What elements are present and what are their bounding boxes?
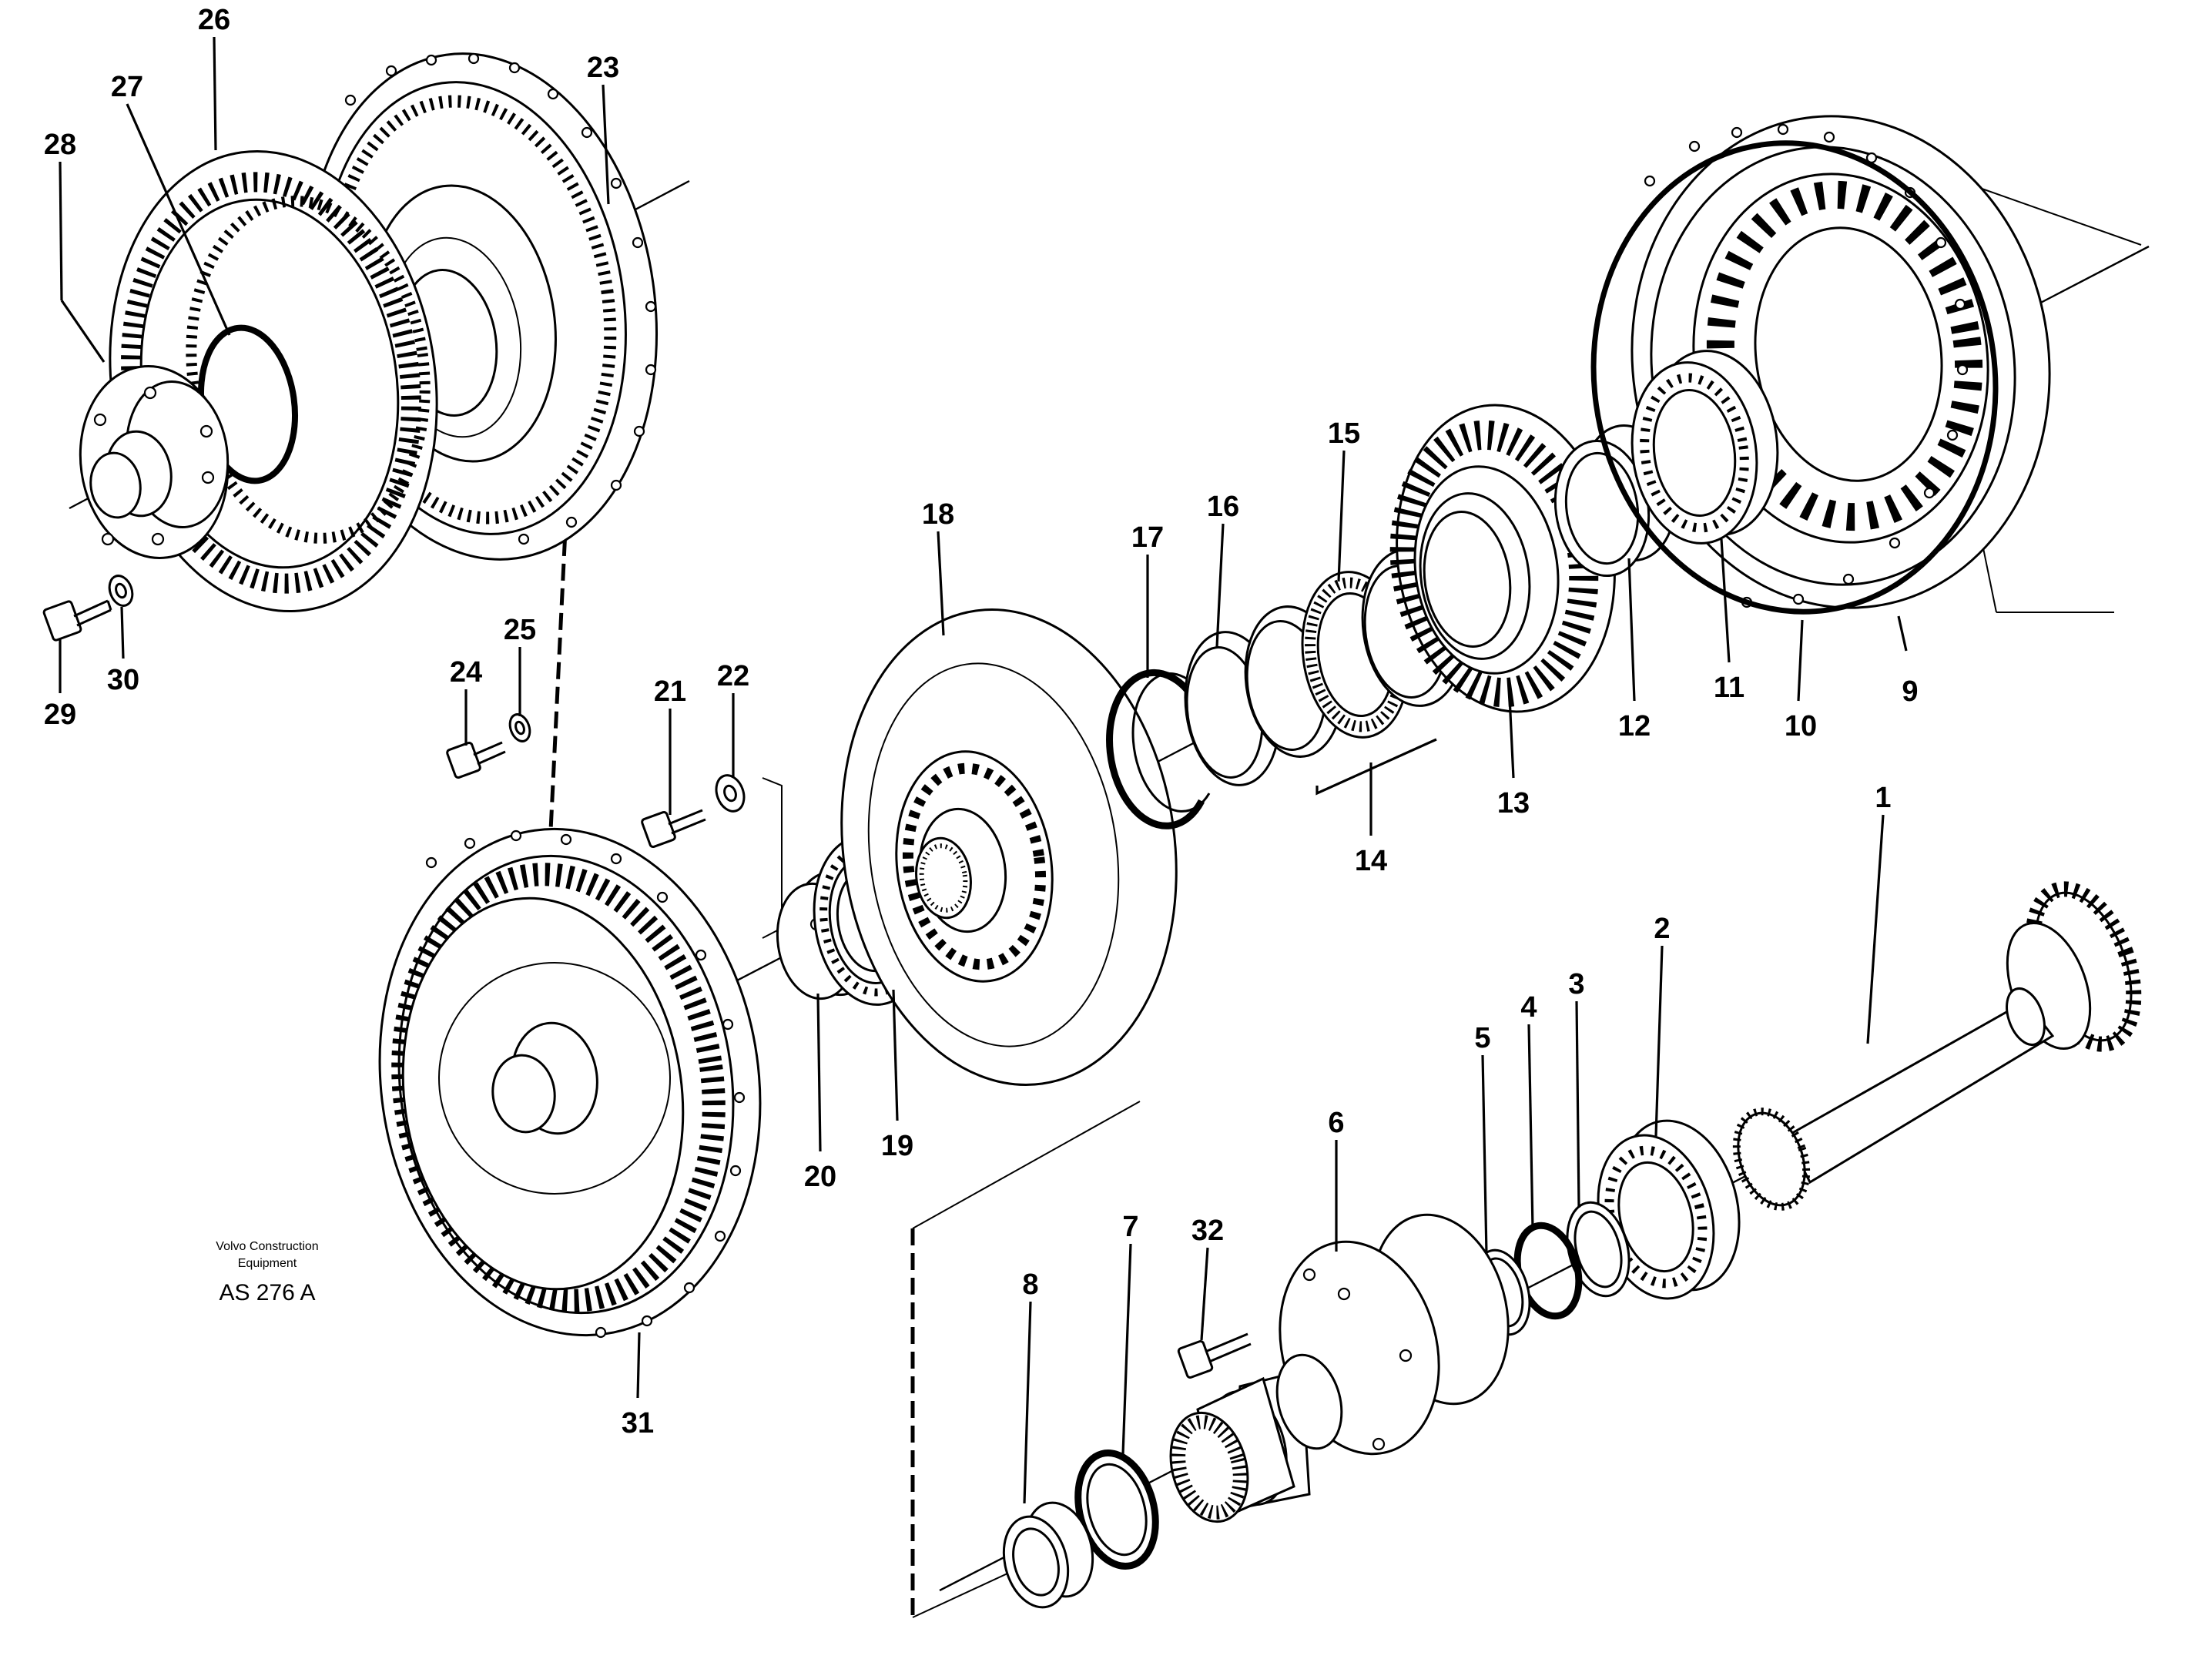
callout-30: 30 xyxy=(107,664,139,696)
hub-28 xyxy=(79,365,230,559)
callout-11: 11 xyxy=(1714,672,1744,704)
callout-13: 13 xyxy=(1497,787,1530,819)
bearing-11 xyxy=(1631,350,1779,545)
callout-labels: 1 2 3 4 5 6 7 8 9 10 11 12 13 14 15 16 1… xyxy=(44,4,1919,1439)
callout-21: 21 xyxy=(654,675,686,708)
bolt-21 xyxy=(641,809,706,849)
callout-18: 18 xyxy=(922,498,954,531)
callout-6: 6 xyxy=(1328,1107,1344,1139)
callout-25: 25 xyxy=(504,614,536,646)
callout-28: 28 xyxy=(44,129,76,161)
bolt-holes-31 xyxy=(425,829,746,1339)
callout-12: 12 xyxy=(1618,710,1651,742)
callout-22: 22 xyxy=(717,660,749,692)
gear-flange-31 xyxy=(378,827,762,1339)
sleeve-8 xyxy=(1002,1501,1094,1609)
callout-27: 27 xyxy=(111,71,143,103)
callout-2: 2 xyxy=(1654,913,1670,945)
callout-8: 8 xyxy=(1022,1269,1038,1301)
callout-32: 32 xyxy=(1191,1215,1224,1247)
turbine-disc-18 xyxy=(840,608,1178,1086)
ring-3 xyxy=(1566,1201,1631,1298)
washer-30 xyxy=(108,575,134,607)
callout-3: 3 xyxy=(1568,968,1584,1000)
callout-4: 4 xyxy=(1520,991,1537,1024)
bolt-holes-9 xyxy=(1644,123,1969,608)
callout-29: 29 xyxy=(44,699,76,731)
drawing-reference: AS 276 A xyxy=(219,1280,315,1305)
callout-10: 10 xyxy=(1785,710,1817,742)
bolt-holes-23 xyxy=(344,52,657,545)
callout-17: 17 xyxy=(1131,521,1164,554)
publisher-name-line2: Equipment xyxy=(238,1257,297,1270)
callout-24: 24 xyxy=(450,656,482,689)
output-flange-6 xyxy=(1169,1213,1510,1523)
callout-7: 7 xyxy=(1122,1211,1138,1243)
leader-lines xyxy=(59,36,1908,1504)
bolt-24 xyxy=(446,741,506,779)
callout-19: 19 xyxy=(881,1130,913,1162)
callout-1: 1 xyxy=(1875,782,1891,814)
callout-23: 23 xyxy=(587,52,619,84)
callout-26: 26 xyxy=(198,4,230,36)
washer-25 xyxy=(508,713,531,742)
input-shaft-1 xyxy=(1732,881,2142,1211)
bolt-32 xyxy=(1177,1332,1252,1379)
callout-14: 14 xyxy=(1355,845,1387,877)
washer-22 xyxy=(715,774,746,813)
publisher-block: Volvo Construction Equipment AS 276 A xyxy=(216,1240,318,1305)
snap-ring-17 xyxy=(1106,669,1211,829)
o-ring-10 xyxy=(1590,140,1999,615)
callout-9: 9 xyxy=(1902,675,1918,708)
callout-5: 5 xyxy=(1474,1022,1490,1054)
callout-16: 16 xyxy=(1207,491,1239,523)
publisher-name-line1: Volvo Construction xyxy=(216,1240,318,1253)
pump-housing-9 xyxy=(1631,115,2051,609)
bolt-29 xyxy=(42,599,112,642)
callout-20: 20 xyxy=(804,1161,836,1193)
callout-31: 31 xyxy=(622,1407,654,1439)
callout-15: 15 xyxy=(1328,417,1360,450)
